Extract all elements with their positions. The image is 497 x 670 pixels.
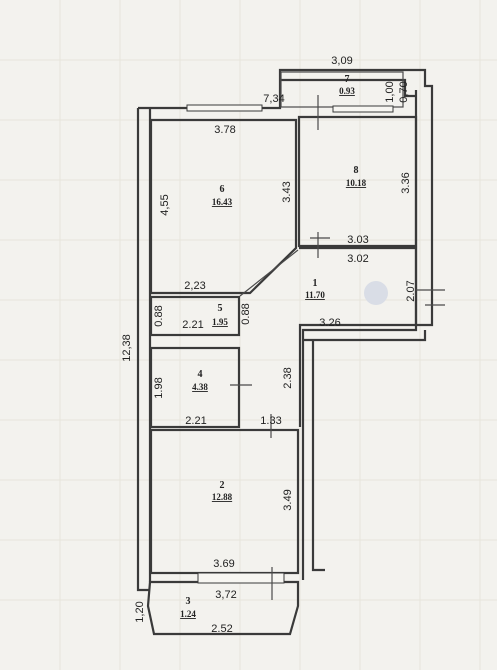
- dim-2-07: 2.07: [405, 280, 417, 301]
- room-3-number: 3: [186, 596, 191, 607]
- dim-1-20: 1,20: [134, 601, 146, 622]
- marker-dot: [364, 281, 388, 305]
- dim-3-03: 3.03: [347, 234, 368, 246]
- dim-1-98: 1.98: [153, 377, 165, 398]
- dim-0-70: 0,70: [398, 81, 410, 102]
- room-7-area: 0.93: [339, 86, 355, 96]
- room-6-number: 6: [220, 184, 225, 195]
- dim-1-33: 1.33: [260, 415, 281, 427]
- room-8-outline: [297, 115, 418, 248]
- dim-3-78: 3.78: [214, 124, 235, 136]
- window-room-8: [332, 105, 394, 113]
- room-2-area: 12.88: [212, 492, 233, 502]
- dim-3-02: 3.02: [347, 253, 368, 265]
- room-1-area: 11.70: [305, 290, 325, 300]
- dim-2-21-room5: 2.21: [182, 319, 203, 331]
- room-7-number: 7: [345, 74, 350, 85]
- room-3-outline: [146, 580, 300, 636]
- dim-2-21-room4: 2.21: [185, 415, 206, 427]
- dim-3-36: 3.36: [400, 172, 412, 193]
- window-room-2: [197, 572, 285, 584]
- dim-3-49: 3.49: [282, 489, 294, 510]
- dim-7-34: 7,34: [263, 93, 284, 105]
- dim-3-09: 3,09: [331, 55, 352, 67]
- room-4-outline: [149, 346, 241, 429]
- room-1-number: 1: [313, 278, 318, 289]
- dim-0-88-left: 0.88: [153, 305, 165, 326]
- dim-2-52: 2.52: [211, 623, 232, 635]
- dim-4-55: 4,55: [159, 194, 171, 215]
- dim-3-69: 3.69: [213, 558, 234, 570]
- room-1-outline: [298, 246, 418, 427]
- room-5-number: 5: [218, 303, 223, 314]
- room-3-area: 1.24: [180, 609, 196, 619]
- dim-2-23: 2,23: [184, 280, 205, 292]
- room-8-area: 10.18: [346, 178, 367, 188]
- room-5-area: 1.95: [212, 317, 228, 327]
- dim-12-38: 12,38: [121, 334, 133, 362]
- room-6-area: 16.43: [212, 197, 233, 207]
- dim-0-88-right: 0.88: [240, 303, 252, 324]
- dim-2-38: 2.38: [282, 367, 294, 388]
- room-4-area: 4.38: [192, 382, 208, 392]
- room-8-number: 8: [354, 165, 359, 176]
- room-4-number: 4: [198, 369, 203, 380]
- window-room-6: [186, 104, 263, 112]
- dim-3-72: 3,72: [215, 589, 236, 601]
- dim-1-00: 1,00: [384, 81, 396, 102]
- dim-3-43: 3.43: [281, 181, 293, 202]
- room-5-outline: [149, 295, 241, 337]
- dim-3-26: 3.26: [319, 317, 340, 329]
- room-2-number: 2: [220, 480, 225, 491]
